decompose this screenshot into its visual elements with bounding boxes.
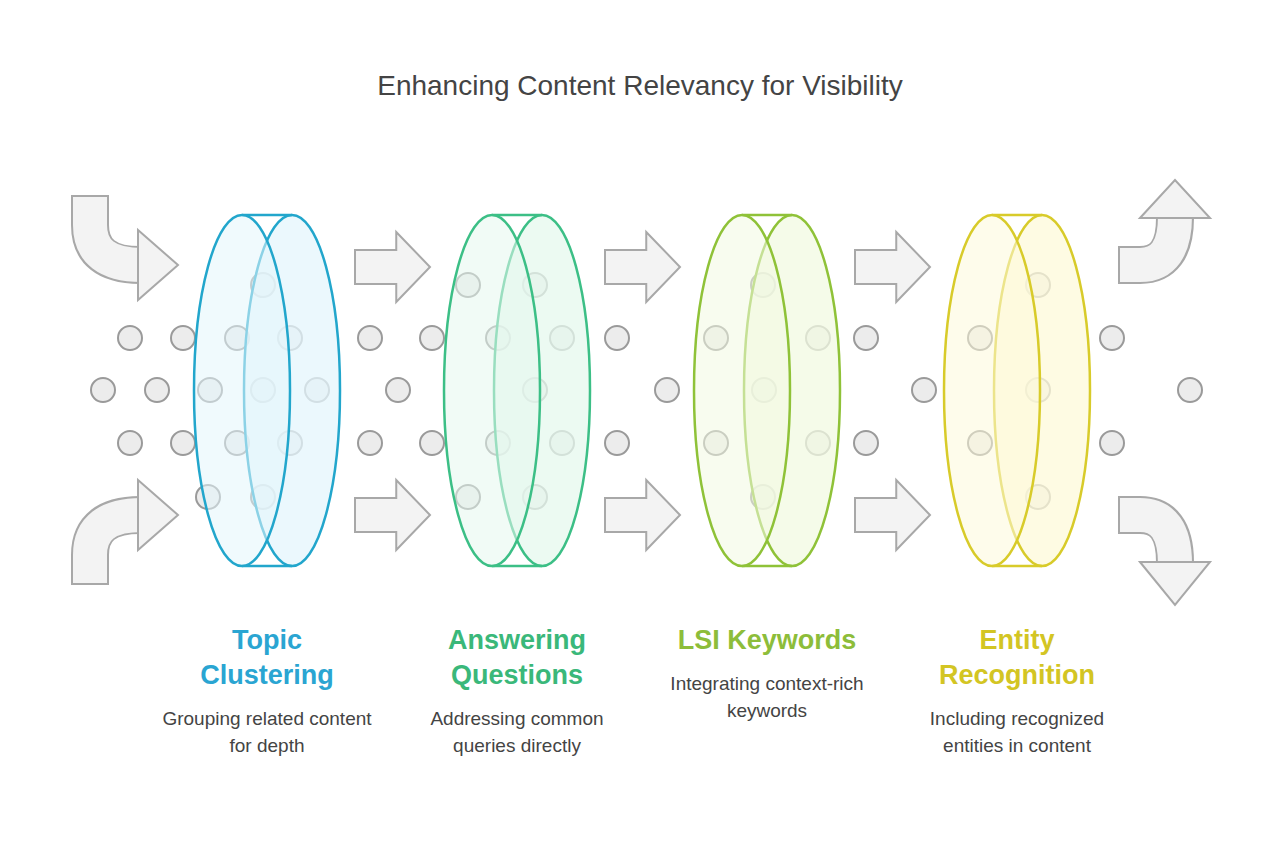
stage-description: Addressing common queries directly [411,705,623,759]
stage-description: Including recognized entities in content [911,705,1123,759]
stage-heading: LSI Keywords [665,623,870,658]
dot [854,326,878,350]
dot [358,431,382,455]
dot [854,431,878,455]
stage-description: Grouping related content for depth [161,705,373,759]
dot [420,326,444,350]
inflow-arrow-shaft [90,197,142,265]
ring-outline [942,213,1092,568]
dot [171,431,195,455]
dot [386,378,410,402]
ring-stage: LSI KeywordsIntegrating context-rich key… [692,213,842,568]
dot [91,378,115,402]
ring-outline [442,213,592,568]
block-arrow [605,480,680,550]
stage-heading: Answering Questions [415,623,620,693]
ring-outline [192,213,342,568]
ring-stage: Topic ClusteringGrouping related content… [192,213,342,568]
ring-outline [692,213,842,568]
ring-front [444,215,540,566]
ring-caption: Topic ClusteringGrouping related content… [147,623,387,759]
dot [912,378,936,402]
dot [605,431,629,455]
ring-front [694,215,790,566]
dot [118,326,142,350]
dot [118,431,142,455]
dot [1100,326,1124,350]
dot [358,326,382,350]
dot [171,326,195,350]
outflow-arrow-head [1140,562,1210,605]
block-arrow [355,480,430,550]
ring-front [944,215,1040,566]
dot [420,431,444,455]
outflow-arrow-shaft [1120,216,1175,265]
block-arrow [605,232,680,302]
stage-description: Integrating context-rich keywords [661,670,873,724]
ring-caption: LSI KeywordsIntegrating context-rich key… [647,623,887,724]
dot [1178,378,1202,402]
dot [145,378,169,402]
inflow-arrow-head [138,480,178,550]
stage-heading: Entity Recognition [915,623,1120,693]
ring-caption: Answering QuestionsAddressing common que… [397,623,637,759]
dot [655,378,679,402]
ring-stage: Entity RecognitionIncluding recognized e… [942,213,1092,568]
dot [1100,431,1124,455]
ring-stage: Answering QuestionsAddressing common que… [442,213,592,568]
inflow-arrow-head [138,230,178,300]
inflow-arrow-shaft [90,515,142,583]
outflow-arrow-head [1140,180,1210,218]
dot [605,326,629,350]
flow-arrows [90,180,1210,605]
stage-heading: Topic Clustering [165,623,370,693]
ring-caption: Entity RecognitionIncluding recognized e… [897,623,1137,759]
block-arrow [855,480,930,550]
diagram-title: Enhancing Content Relevancy for Visibili… [0,70,1280,102]
ring-front [194,215,290,566]
outflow-arrow-shaft [1120,515,1175,564]
block-arrow [355,232,430,302]
block-arrow [855,232,930,302]
